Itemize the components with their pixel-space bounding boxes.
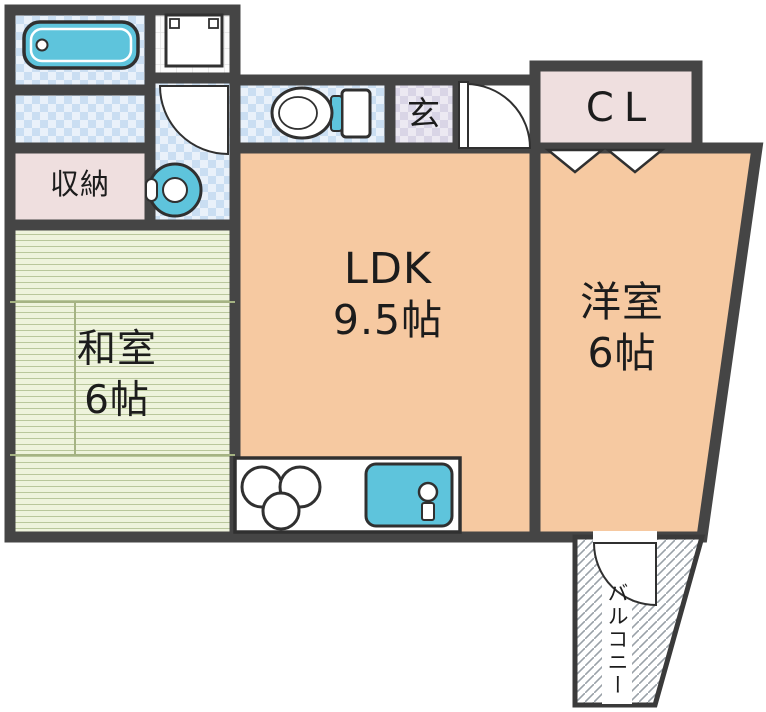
storage-label: 収納: [49, 167, 111, 201]
ldk-room-size: 9.5帖: [332, 296, 444, 344]
fixtures-layer: [22, 13, 666, 607]
washroom-area-left: [4, 84, 156, 154]
balcony-label: バルコニー: [605, 582, 629, 697]
toilet-icon: [270, 86, 372, 140]
balcony-door-swing-arc: [592, 531, 657, 607]
entrance-door-swing-arc: [458, 81, 532, 149]
kitchen-sink-icon: [364, 462, 454, 528]
tatami-mat-lines: [10, 301, 235, 456]
closet-door-triangles: [544, 148, 666, 174]
ldk-room-name: LDK: [343, 244, 433, 294]
japanese-room-name: 和室: [76, 327, 158, 372]
genkan-label: 玄: [407, 94, 441, 133]
closet-cl-label: CL: [585, 85, 657, 131]
washing-machine-icon: [145, 162, 203, 218]
western-room-size: 6帖: [587, 329, 657, 377]
kitchen-counter: [233, 456, 462, 534]
western-room-name: 洋室: [580, 278, 664, 326]
balcony-door-opening: [593, 531, 657, 543]
washroom-door-swing-arc: [158, 85, 229, 156]
japanese-room-size: 6帖: [84, 378, 150, 423]
bathtub-icon: [22, 20, 140, 70]
stove-burners-icon: [240, 465, 322, 531]
laundry-pan-icon: [164, 13, 224, 68]
japanese-room: [4, 219, 241, 543]
